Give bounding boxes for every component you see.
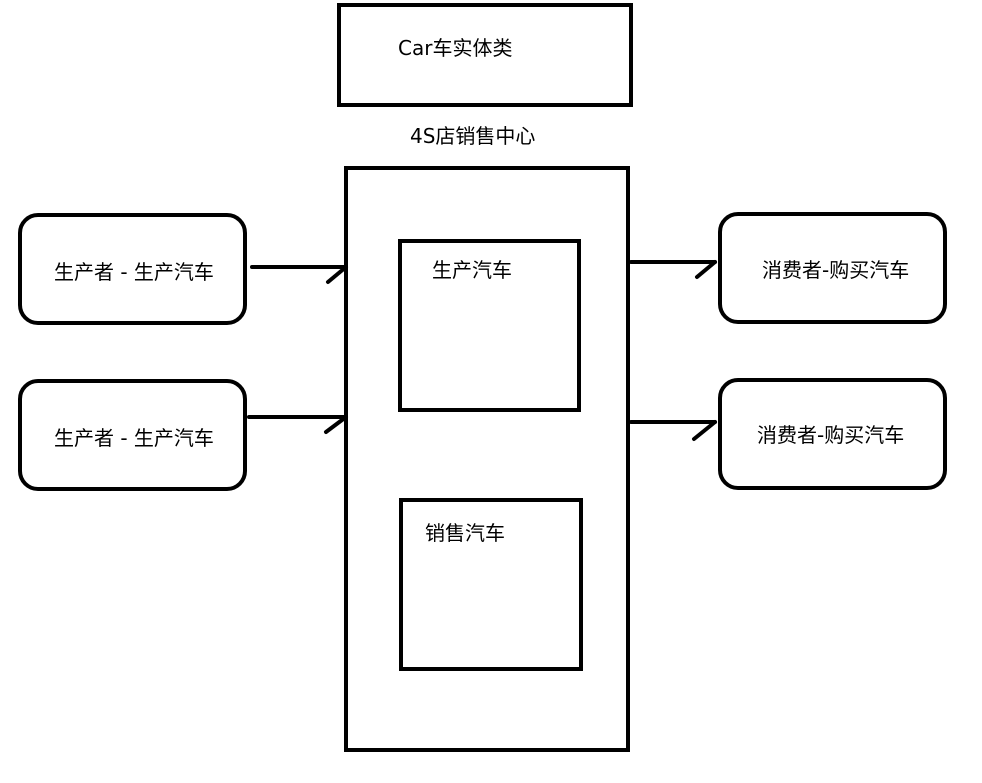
consumer-arrow-2 xyxy=(629,420,717,441)
consumer-label-1: 消费者-购买汽车 xyxy=(762,258,909,282)
producer-box-1: 生产者 - 生产汽车 xyxy=(18,213,247,325)
producer-label-1: 生产者 - 生产汽车 xyxy=(54,260,214,284)
producer-box-2: 生产者 - 生产汽车 xyxy=(18,379,247,491)
car-entity-box: Car车实体类 xyxy=(337,3,633,107)
sales-center-title: 4S店销售中心 xyxy=(410,124,535,148)
produce-car-box: 生产汽车 xyxy=(398,239,581,412)
consumer-label-2: 消费者-购买汽车 xyxy=(757,423,904,447)
producer-arrow-2 xyxy=(247,415,348,434)
sales-center-box: 生产汽车 销售汽车 xyxy=(344,166,630,752)
sell-car-box: 销售汽车 xyxy=(399,498,583,671)
produce-car-label: 生产汽车 xyxy=(432,258,512,282)
consumer-box-2: 消费者-购买汽车 xyxy=(718,378,947,490)
producer-arrow-1 xyxy=(250,265,348,284)
consumer-arrow-1 xyxy=(629,260,717,279)
car-entity-label: Car车实体类 xyxy=(398,36,512,60)
consumer-box-1: 消费者-购买汽车 xyxy=(718,212,947,324)
producer-label-2: 生产者 - 生产汽车 xyxy=(54,426,214,450)
sell-car-label: 销售汽车 xyxy=(425,521,505,545)
